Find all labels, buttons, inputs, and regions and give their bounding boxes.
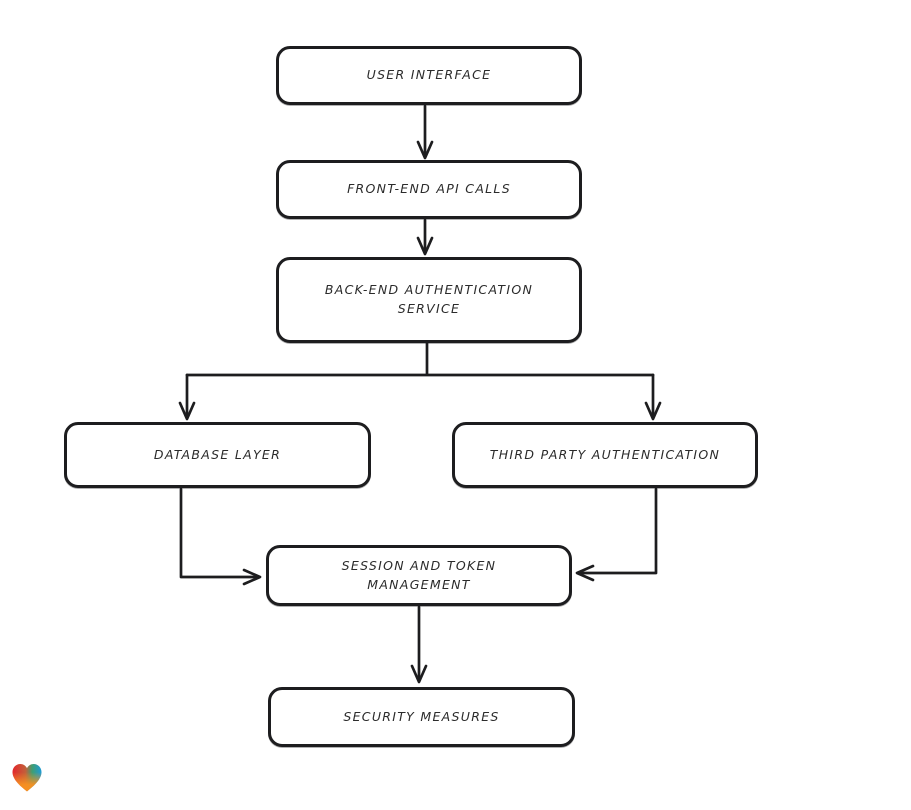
- connector-backend-branch: [185, 341, 655, 377]
- node-session-and-token-management-label: SESSION AND TOKEN MANAGEMENT: [341, 557, 497, 592]
- node-back-end-authentication-service-label: BACK-END AUTHENTICATION SERVICE: [324, 282, 534, 316]
- node-third-party-authentication-label: THIRD PARTY AUTHENTICATION: [489, 446, 721, 462]
- node-session-and-token-management: SESSION AND TOKEN MANAGEMENT: [266, 545, 572, 606]
- arrowhead-database-session: [242, 568, 262, 586]
- node-user-interface-label: USER INTERFACE: [366, 67, 492, 83]
- arrowhead-ui-frontend: [416, 140, 434, 160]
- connector-thirdparty-session: [579, 487, 658, 575]
- node-security-measures-label: SECURITY MEASURES: [343, 708, 500, 724]
- node-database-layer-label: DATABASE LAYER: [153, 446, 282, 462]
- arrowhead-thirdparty-session: [575, 564, 595, 582]
- arrowhead-branch-database: [178, 401, 196, 421]
- node-database-layer: DATABASE LAYER: [64, 422, 371, 488]
- connector-database-session: [179, 487, 258, 579]
- node-user-interface: USER INTERFACE: [276, 46, 582, 105]
- heart-logo-icon: [12, 764, 42, 792]
- node-back-end-authentication-service: BACK-END AUTHENTICATION SERVICE: [276, 257, 582, 343]
- node-security-measures: SECURITY MEASURES: [268, 687, 575, 747]
- arrowhead-session-security: [410, 664, 428, 684]
- arrowhead-frontend-backend: [416, 236, 434, 256]
- node-third-party-authentication: THIRD PARTY AUTHENTICATION: [452, 422, 758, 488]
- node-front-end-api-calls: FRONT-END API CALLS: [276, 160, 582, 219]
- node-front-end-api-calls-label: FRONT-END API CALLS: [347, 181, 511, 197]
- arrowhead-branch-thirdparty: [644, 401, 662, 421]
